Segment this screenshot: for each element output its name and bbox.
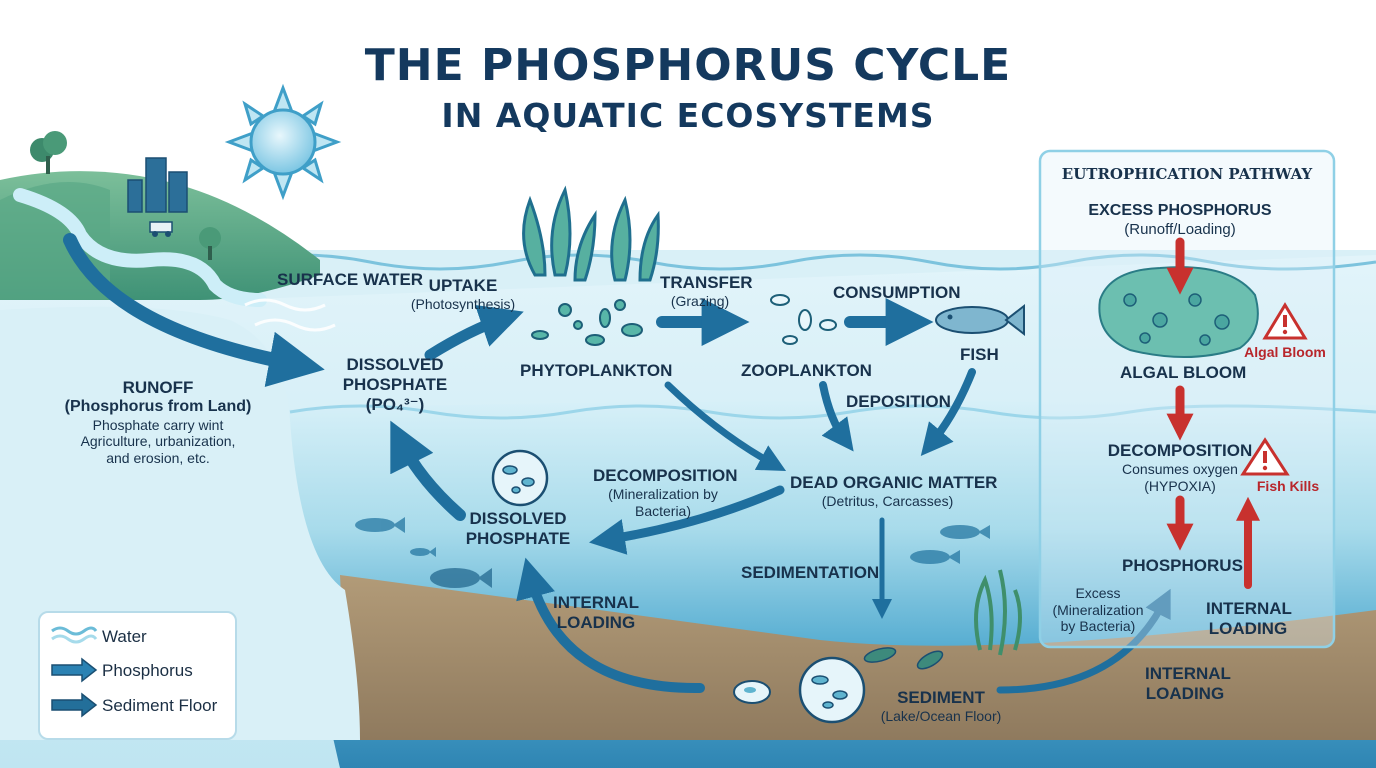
internal-loading-left: INTERNAL LOADING [553,593,639,633]
internal-loading-bottom: INTERNAL LOADING [1145,664,1231,704]
sedimentation-label: SEDIMENTATION [741,563,880,582]
wave-icon [51,626,98,644]
uptake-label: UPTAKE (Photosynthesis) [410,276,516,313]
legend-row-water: Water [50,623,230,651]
river [13,188,267,307]
sun-icon [224,83,342,201]
bacteria-icon [491,449,549,507]
internal-loading-arrow-right [996,588,1171,694]
legend-sediment-label: Sediment Floor [102,696,218,715]
eutrophication-panel [1038,149,1336,649]
eutrophication-decomposition: DECOMPOSITION Consumes oxygen (HYPOXIA) [1107,441,1253,494]
runoff-label: RUNOFF (Phosphorus from Land) Phosphate … [64,378,252,466]
seaweed-icon [522,185,660,282]
bacteria-icon [798,656,866,724]
phytoplankton-label: PHYTOPLANKTON [520,361,673,380]
excess-label: Excess (Mineralization by Bacteria) [1052,585,1144,635]
fish-kills-warning: Fish Kills [1256,478,1320,494]
consumption-label: CONSUMPTION [833,283,961,302]
tree-icon [199,227,221,260]
sediment-floor [340,575,1376,740]
legend: Water Phosphorus Sediment Floor [38,611,237,740]
zooplankton-icon [770,294,837,345]
eutrophication-phosphorus: PHOSPHORUS [1122,556,1243,575]
seaweed-icon [974,569,1022,656]
fish-label: FISH [960,345,999,364]
zooplankton-label: ZOOPLANKTON [741,361,872,380]
page-title: THE PHOSPHORUS CYCLE [364,40,1012,91]
transfer-label: TRANSFER (Grazing) [660,273,753,310]
arrow-icon [51,692,98,718]
decomposition-label: DECOMPOSITION (Mineralization by Bacteri… [593,466,738,519]
fish-death-arrow [920,368,976,457]
dead-organic-matter-label: DEAD ORGANIC MATTER (Detritus, Carcasses… [790,473,998,510]
excess-phosphorus-label: EXCESS PHOSPHORUS (Runoff/Loading) [1088,202,1272,238]
legend-row-sediment: Sediment Floor [50,692,230,720]
cycle-arrows [63,233,1171,694]
leaf-icon [863,647,944,670]
eutrophication-arrows [1166,237,1260,589]
fish-icon [935,303,1025,337]
algal-bloom-label: ALGAL BLOOM [1120,363,1247,382]
dissolved-phosphate-mid: DISSOLVED PHOSPHATE [465,509,571,549]
warning-icon [1262,302,1308,340]
arrow-icon [51,657,98,683]
phytoplankton-icon [531,299,643,346]
dissolved-phosphate-top: DISSOLVED PHOSPHATE (PO₄³⁻) [342,355,448,415]
fish-silhouettes [355,517,990,588]
tree-icon [30,131,67,174]
city-icon [127,157,188,213]
thermocline-wave [289,404,1376,420]
legend-water-label: Water [102,627,147,646]
sediment-label: SEDIMENT (Lake/Ocean Floor) [880,688,1002,725]
algal-bloom-warning: Algal Bloom [1244,344,1326,360]
runoff-arrow [63,233,325,387]
sediment-bacteria [733,680,771,704]
recycle-up-arrow [390,420,466,521]
eutrophication-internal-loading: INTERNAL LOADING [1206,599,1292,639]
legend-phosphorus-label: Phosphorus [102,661,193,680]
legend-row-phosphorus: Phosphorus [50,657,230,685]
page-subtitle: IN AQUATIC ECOSYSTEMS [441,96,935,135]
zoo-death-arrow [819,381,854,452]
internal-loading-arrow-left [516,557,705,694]
decomposition-arrow [588,485,785,555]
phyto-death-arrow [664,381,787,472]
warning-icon [1240,437,1290,476]
surface-shimmer [244,298,336,332]
truck-icon [149,221,173,237]
surface-water-label: SURFACE WATER [277,270,424,289]
uptake-arrow [424,305,524,361]
algal-bloom-icon [1098,266,1259,359]
eutrophication-header: EUTROPHICATION PATHWAY [1061,165,1313,183]
deposition-label: DEPOSITION [846,392,951,411]
